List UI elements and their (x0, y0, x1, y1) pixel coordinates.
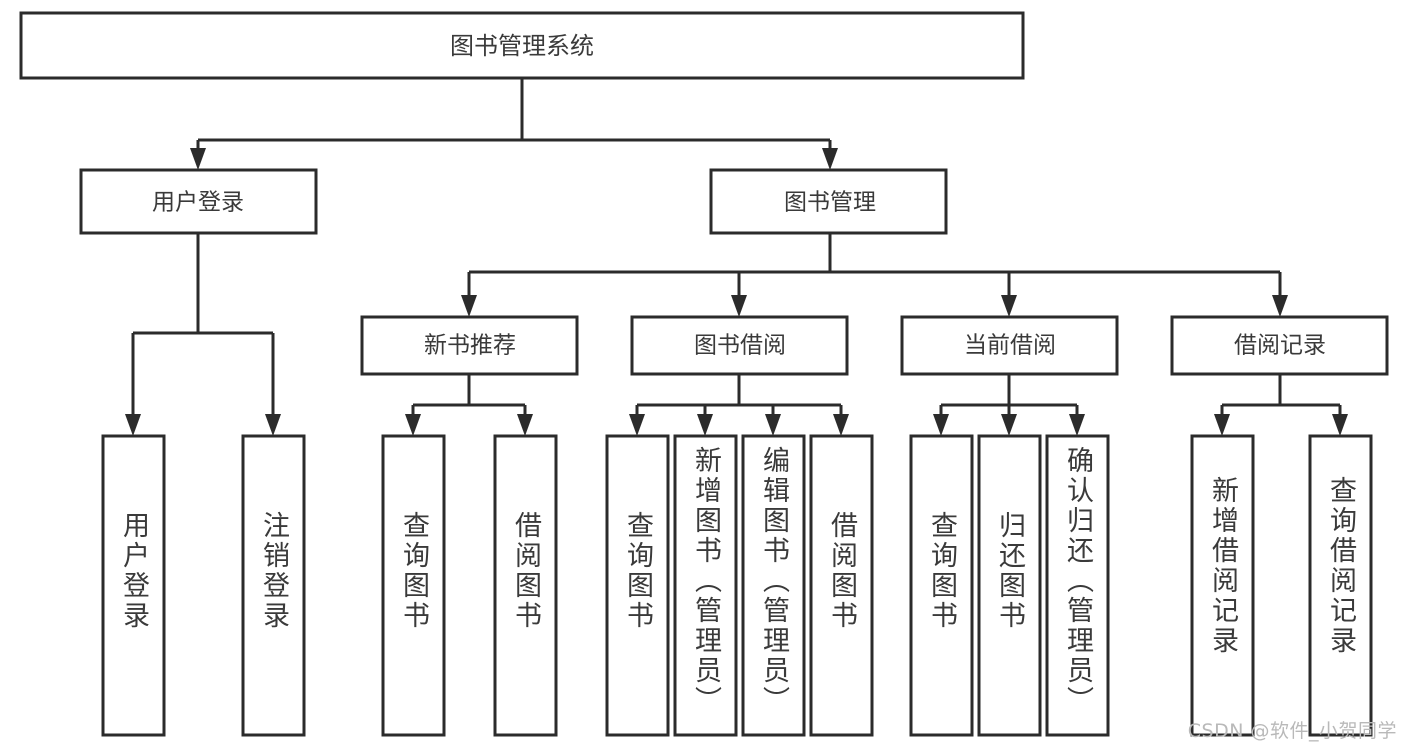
node-current-borrow-label: 当前借阅 (964, 333, 1056, 359)
node-new-book-recommend[interactable]: 新书推荐 (360, 315, 579, 376)
node-user-login-label: 用户登录 (152, 190, 244, 216)
edge-group-book-borrow-to-leaves (629, 374, 849, 436)
node-borrow-record[interactable]: 借阅记录 (1170, 315, 1389, 376)
arrow-leaf-logout (265, 414, 281, 436)
arrow-user-login (190, 148, 206, 170)
node-leaf-add-book-box[interactable] (673, 434, 738, 737)
arrow-leaf-add-book (697, 414, 713, 436)
node-current-borrow-box (900, 315, 1119, 376)
arrow-leaf-query-book-1 (405, 414, 421, 436)
edge-group-new-book-recommend-to-leaves (405, 374, 533, 436)
edge-group-root-to-level2 (190, 78, 838, 170)
node-book-manage-box (709, 168, 948, 235)
arrow-leaf-edit-book (765, 414, 781, 436)
arrow-leaf-return-book (1001, 414, 1017, 436)
node-leaf-edit-book-box[interactable] (741, 434, 806, 737)
node-leaf-query-record-box[interactable] (1308, 434, 1373, 737)
arrow-book-manage (822, 148, 838, 170)
leaf-boxes (101, 434, 1373, 737)
node-current-borrow[interactable]: 当前借阅 (900, 315, 1119, 376)
arrow-leaf-confirm-return (1069, 414, 1085, 436)
node-leaf-logout-box[interactable] (241, 434, 306, 737)
node-borrow-record-label: 借阅记录 (1234, 333, 1326, 359)
node-leaf-return-book-box[interactable] (977, 434, 1042, 737)
arrow-leaf-query-book-2 (629, 414, 645, 436)
node-leaf-borrow-book-2-box[interactable] (809, 434, 874, 737)
arrow-borrow-record (1272, 295, 1288, 317)
edge-group-current-borrow-to-leaves (933, 374, 1085, 436)
arrow-current-borrow (1001, 295, 1017, 317)
node-leaf-query-book-2-box[interactable] (605, 434, 670, 737)
node-user-login[interactable]: 用户登录 (79, 168, 318, 235)
arrow-leaf-borrow-book-2 (833, 414, 849, 436)
node-root-label: 图书管理系统 (450, 32, 594, 60)
arrow-new-book-recommend (461, 295, 477, 317)
node-borrow-record-box (1170, 315, 1389, 376)
node-book-manage-label: 图书管理 (784, 190, 876, 216)
node-new-book-recommend-label: 新书推荐 (424, 333, 516, 359)
node-book-borrow-label: 图书借阅 (694, 333, 786, 359)
arrow-leaf-borrow-book-1 (517, 414, 533, 436)
edge-group-borrow-record-to-leaves (1214, 374, 1348, 436)
arrow-leaf-user-login (125, 414, 141, 436)
node-root[interactable]: 图书管理系统 (19, 11, 1025, 80)
arrow-leaf-add-record (1214, 414, 1230, 436)
node-new-book-recommend-box (360, 315, 579, 376)
node-leaf-query-book-3-box[interactable] (909, 434, 974, 737)
edge-group-user-login-to-leaves (125, 233, 281, 436)
node-leaf-borrow-book-1-box[interactable] (493, 434, 558, 737)
node-user-login-box (79, 168, 318, 235)
node-book-borrow-box (630, 315, 849, 376)
watermark-text: CSDN @软件_小贺同学 (1187, 720, 1397, 742)
node-book-manage[interactable]: 图书管理 (709, 168, 948, 235)
node-book-borrow[interactable]: 图书借阅 (630, 315, 849, 376)
arrow-leaf-query-book-3 (933, 414, 949, 436)
arrow-leaf-query-record (1332, 414, 1348, 436)
edge-group-book-manage-to-level3 (461, 233, 1288, 317)
node-leaf-add-record-box[interactable] (1190, 434, 1255, 737)
node-root-box (19, 11, 1025, 80)
arrow-book-borrow (731, 295, 747, 317)
node-leaf-query-book-1-box[interactable] (381, 434, 446, 737)
node-leaf-confirm-return-box[interactable] (1045, 434, 1110, 737)
node-leaf-user-login-box[interactable] (101, 434, 166, 737)
